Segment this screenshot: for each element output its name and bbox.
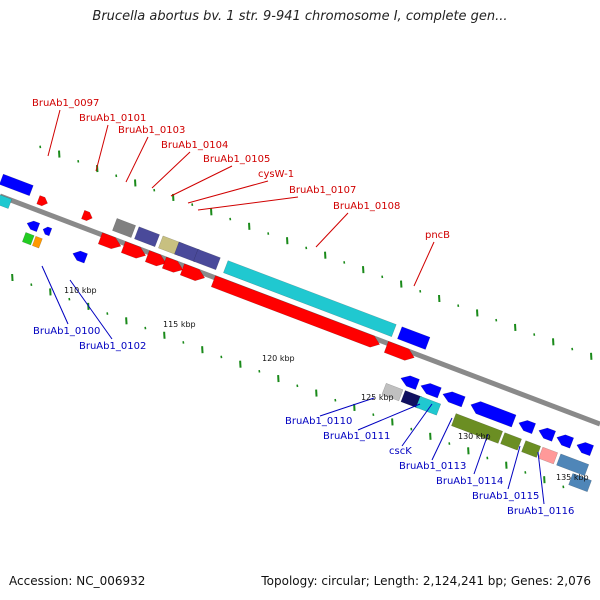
label-leader bbox=[187, 180, 269, 204]
label-leader bbox=[507, 445, 521, 490]
label-leader bbox=[151, 151, 191, 189]
cds-feature bbox=[72, 250, 88, 264]
cds-feature bbox=[518, 420, 537, 435]
gene-label-0101: BruAb1_0101 bbox=[79, 113, 146, 124]
cds-feature bbox=[26, 220, 41, 233]
cds-feature bbox=[576, 442, 595, 457]
gene-label-0111: BruAb1_0111 bbox=[323, 431, 390, 442]
cds-feature bbox=[0, 194, 13, 209]
gene-label-cscK: cscK bbox=[389, 446, 412, 457]
cds-feature bbox=[112, 218, 137, 238]
cds-feature bbox=[81, 209, 93, 221]
gc-skew-ticks bbox=[11, 145, 593, 489]
cds-feature bbox=[31, 235, 43, 249]
cds-feature bbox=[420, 383, 442, 399]
label-leader bbox=[170, 165, 233, 197]
cds-feature bbox=[415, 395, 442, 416]
cds-feature bbox=[179, 263, 206, 281]
cds-feature bbox=[383, 340, 415, 361]
scale-label: 120 kbp bbox=[262, 354, 295, 363]
gene-label-0115: BruAb1_0115 bbox=[472, 491, 539, 502]
label-leader bbox=[537, 451, 545, 505]
cds-feature bbox=[521, 440, 542, 458]
gene-label-0102: BruAb1_0102 bbox=[79, 341, 146, 352]
map-title: Brucella abortus bv. 1 str. 9-941 chromo… bbox=[92, 9, 508, 24]
cds-feature bbox=[174, 241, 200, 263]
cds-feature bbox=[381, 382, 404, 402]
label-leader bbox=[197, 196, 299, 211]
scale-label: 115 kbp bbox=[163, 320, 196, 329]
cds-feature bbox=[470, 401, 517, 428]
label-leader bbox=[413, 241, 435, 287]
cds-feature bbox=[0, 173, 34, 197]
gene-label-0107: BruAb1_0107 bbox=[289, 185, 356, 196]
cds-feature bbox=[568, 473, 592, 493]
cds-feature bbox=[42, 226, 53, 237]
label-leader bbox=[47, 109, 61, 157]
cds-feature bbox=[210, 275, 381, 348]
gene-label-0114: BruAb1_0114 bbox=[436, 476, 503, 487]
label-leader bbox=[69, 279, 113, 340]
cds-feature bbox=[161, 256, 184, 273]
gene-label-pncB: pncB bbox=[425, 230, 450, 241]
cds-feature bbox=[120, 241, 147, 259]
gene-label-0113: BruAb1_0113 bbox=[399, 461, 466, 472]
cds-feature bbox=[538, 446, 559, 465]
cds-feature bbox=[134, 226, 160, 248]
label-leader bbox=[401, 403, 433, 447]
label-leader bbox=[95, 124, 109, 172]
accession-text: Accession: NC_006932 bbox=[9, 574, 146, 588]
gene-labels: BruAb1_0097BruAb1_0101BruAb1_0103BruAb1_… bbox=[32, 98, 574, 517]
cds-feature bbox=[223, 260, 397, 338]
topology-text: Topology: circular; Length: 2,124,241 bp… bbox=[261, 574, 591, 588]
gene-label-cysW: cysW-1 bbox=[258, 169, 294, 180]
cds-feature bbox=[500, 432, 522, 451]
label-leader bbox=[357, 403, 421, 431]
scale-label: 110 kbp bbox=[64, 286, 97, 295]
gene-label-0108: BruAb1_0108 bbox=[333, 201, 400, 212]
gene-label-0104: BruAb1_0104 bbox=[161, 140, 228, 151]
cds-feature bbox=[397, 326, 431, 350]
cds-feature bbox=[451, 413, 504, 444]
label-leader bbox=[125, 136, 149, 183]
cds-feature bbox=[144, 250, 167, 267]
cds-feature bbox=[538, 427, 557, 442]
gene-label-0103: BruAb1_0103 bbox=[118, 125, 185, 136]
cds-feature bbox=[556, 434, 575, 449]
scale-label: 125 kbp bbox=[361, 393, 394, 402]
feature-tracks bbox=[0, 173, 595, 493]
gene-label-0110: BruAb1_0110 bbox=[285, 416, 352, 427]
gene-label-0105: BruAb1_0105 bbox=[203, 154, 270, 165]
scale-label: 135 kbp bbox=[556, 473, 589, 482]
cds-feature bbox=[400, 375, 420, 390]
label-leader bbox=[315, 212, 349, 248]
gene-label-0097: BruAb1_0097 bbox=[32, 98, 99, 109]
gene-label-0116: BruAb1_0116 bbox=[507, 506, 574, 517]
label-leader bbox=[41, 265, 69, 325]
gene-label-0100: BruAb1_0100 bbox=[33, 326, 100, 337]
scale-label: 130 kbp bbox=[458, 432, 491, 441]
cds-feature bbox=[36, 195, 48, 207]
cds-feature bbox=[193, 248, 221, 271]
label-leaders bbox=[41, 109, 545, 505]
cds-feature bbox=[21, 232, 35, 246]
cds-feature bbox=[97, 232, 122, 250]
label-leader bbox=[431, 417, 453, 461]
label-leader bbox=[473, 433, 489, 475]
cds-feature bbox=[556, 453, 590, 477]
scale-labels: 110 kbp 115 kbp 120 kbp 125 kbp 130 kbp 135 k… bbox=[64, 286, 589, 482]
cds-feature bbox=[442, 391, 466, 408]
label-leader bbox=[319, 397, 375, 417]
